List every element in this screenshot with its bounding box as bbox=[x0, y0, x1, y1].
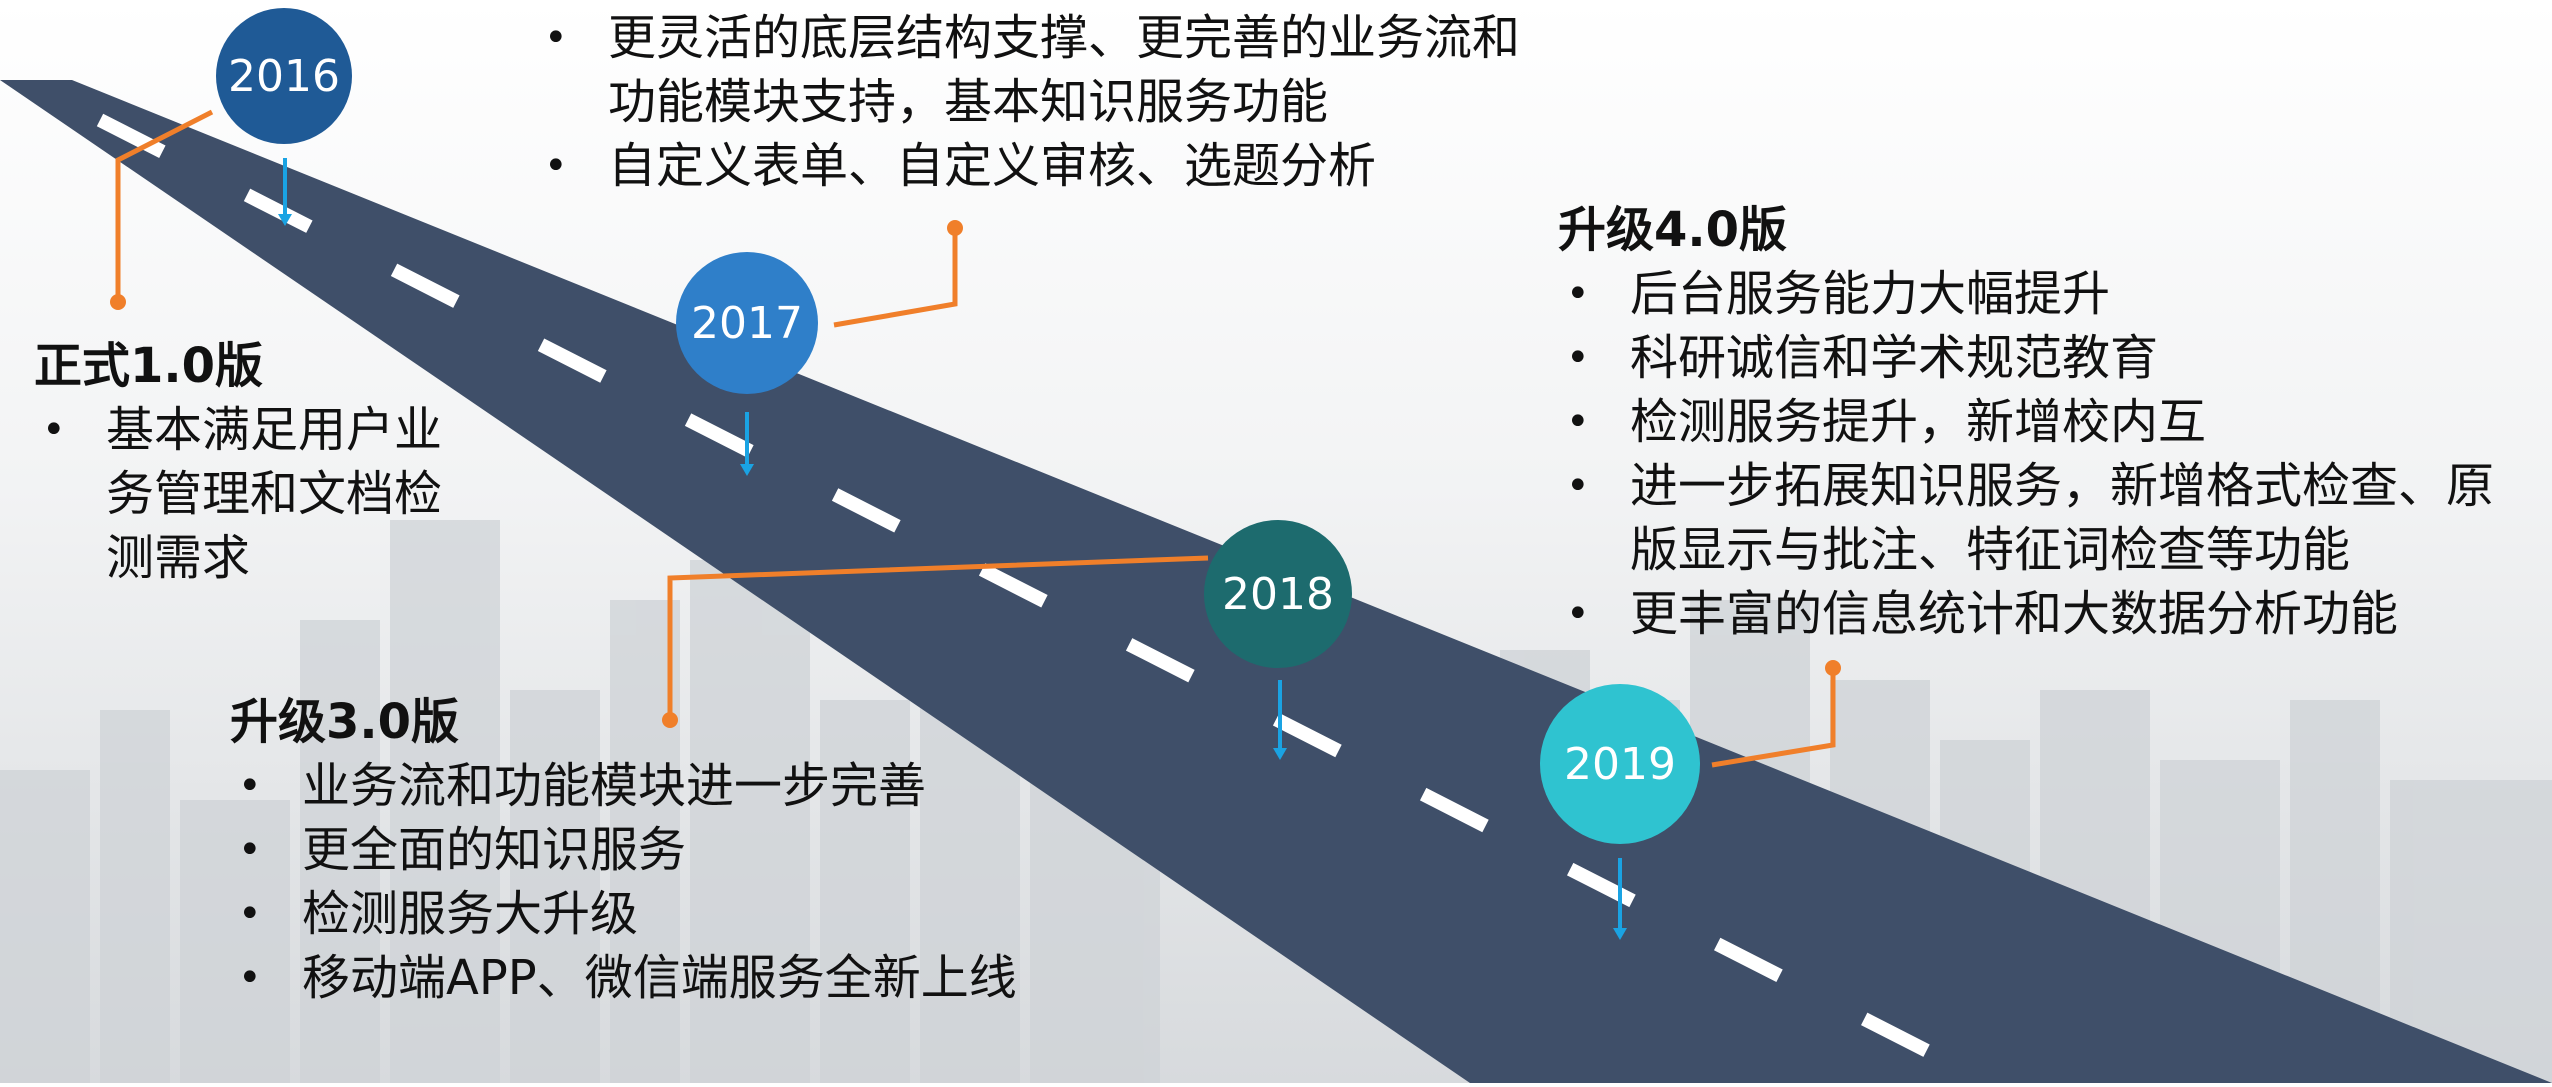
year-pins bbox=[278, 158, 1627, 940]
feature-item: 移动端APP、微信端服务全新上线 bbox=[230, 946, 1250, 1010]
milestone-heading: 正式1.0版 bbox=[34, 338, 264, 394]
feature-item: 业务流和功能模块进一步完善 bbox=[230, 754, 1250, 818]
feature-item: 自定义表单、自定义审核、选题分析 bbox=[536, 134, 1566, 198]
milestone-feature-list: 基本满足用户业务管理和文档检测需求 bbox=[34, 398, 454, 590]
feature-item: 更全面的知识服务 bbox=[230, 818, 1250, 882]
year-bubble-2018: 2018 bbox=[1204, 520, 1352, 668]
milestone-feature-list: 更灵活的底层结构支撑、更完善的业务流和功能模块支持，基本知识服务功能 自定义表单… bbox=[536, 6, 1566, 198]
year-bubble-2017: 2017 bbox=[676, 252, 818, 394]
milestone-heading: 升级3.0版 bbox=[230, 694, 460, 750]
feature-item: 科研诚信和学术规范教育 bbox=[1558, 326, 2518, 390]
year-bubble-2016: 2016 bbox=[216, 8, 352, 144]
year-bubble-2019: 2019 bbox=[1540, 684, 1700, 844]
milestone-2017-text: 更灵活的底层结构支撑、更完善的业务流和功能模块支持，基本知识服务功能 自定义表单… bbox=[536, 6, 1566, 198]
feature-item: 检测服务提升，新增校内互 bbox=[1558, 390, 2518, 454]
feature-item: 进一步拓展知识服务，新增格式检查、原版显示与批注、特征词检查等功能 bbox=[1558, 454, 2518, 582]
callout-connectors bbox=[110, 109, 1841, 768]
feature-item: 更灵活的底层结构支撑、更完善的业务流和功能模块支持，基本知识服务功能 bbox=[536, 6, 1566, 134]
milestone-2018-text: 升级3.0版 业务流和功能模块进一步完善 更全面的知识服务 检测服务大升级 移动… bbox=[230, 690, 1250, 1010]
feature-item: 更丰富的信息统计和大数据分析功能 bbox=[1558, 582, 2518, 646]
milestone-feature-list: 业务流和功能模块进一步完善 更全面的知识服务 检测服务大升级 移动端APP、微信… bbox=[230, 754, 1250, 1010]
feature-item: 基本满足用户业务管理和文档检测需求 bbox=[34, 398, 454, 590]
feature-item: 检测服务大升级 bbox=[230, 882, 1250, 946]
milestone-heading: 升级4.0版 bbox=[1558, 202, 1788, 258]
road-center-dashes bbox=[96, 113, 1994, 1087]
milestone-feature-list: 后台服务能力大幅提升 科研诚信和学术规范教育 检测服务提升，新增校内互 进一步拓… bbox=[1558, 262, 2518, 646]
feature-item: 后台服务能力大幅提升 bbox=[1558, 262, 2518, 326]
milestone-2019-text: 升级4.0版 后台服务能力大幅提升 科研诚信和学术规范教育 检测服务提升，新增校… bbox=[1558, 198, 2518, 646]
milestone-2016-text: 正式1.0版 基本满足用户业务管理和文档检测需求 bbox=[34, 334, 454, 590]
